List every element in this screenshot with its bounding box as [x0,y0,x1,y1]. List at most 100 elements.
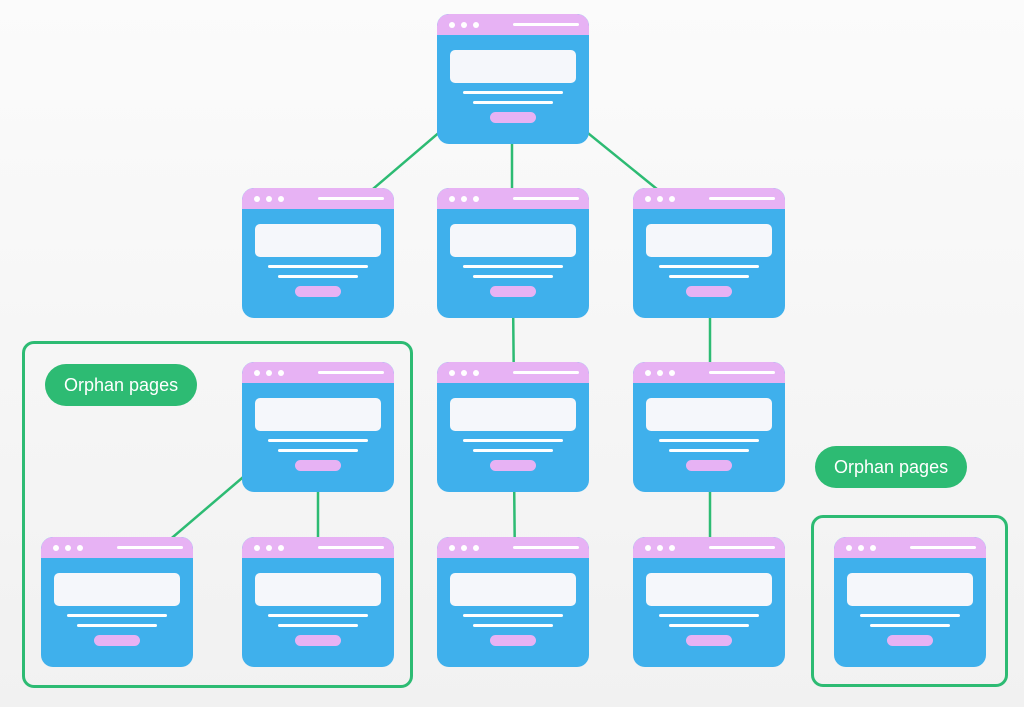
text-line [473,624,553,627]
browser-titlebar [242,362,394,383]
window-dot-icon [645,370,651,376]
window-dot-icon [473,22,479,28]
browser-titlebar [242,537,394,558]
browser-titlebar [633,362,785,383]
window-dot-icon [669,196,675,202]
text-line [473,101,553,104]
text-line [268,439,368,442]
hero-block [255,224,381,257]
text-line [278,449,358,452]
orphan-pages-label-left: Orphan pages [45,364,198,406]
text-line [659,265,759,268]
address-bar-line [513,197,579,200]
window-dot-icon [461,545,467,551]
button-pill [490,635,536,646]
window-dot-icon [473,196,479,202]
orphan-group-frame-right [811,515,1008,687]
button-pill [686,635,732,646]
text-line [278,275,358,278]
window-dot-icon [254,370,260,376]
window-dot-icon [266,196,272,202]
text-line [77,624,157,627]
window-dot-icon [53,545,59,551]
button-pill [887,635,933,646]
page-card-level3-right [633,537,785,667]
window-dot-icon [461,370,467,376]
hero-block [450,224,576,257]
window-dot-icon [278,196,284,202]
hero-block [255,398,381,431]
page-card-orphan-child-right [242,537,394,667]
page-card-orphan-single [834,537,986,667]
window-dot-icon [449,196,455,202]
text-line [268,265,368,268]
browser-titlebar [437,362,589,383]
text-line [870,624,950,627]
text-line [463,614,563,617]
button-pill [295,460,341,471]
text-line [473,449,553,452]
window-dot-icon [461,22,467,28]
window-dot-icon [449,22,455,28]
text-line [669,624,749,627]
page-card-level1-left [242,188,394,318]
window-dot-icon [846,545,852,551]
text-line [278,624,358,627]
page-card-level2-right [633,362,785,492]
window-dot-icon [449,545,455,551]
text-line [268,614,368,617]
page-card-level1-center [437,188,589,318]
hero-block [450,573,576,606]
window-dot-icon [77,545,83,551]
window-dot-icon [278,370,284,376]
page-card-orphan-child-left [41,537,193,667]
address-bar-line [709,371,775,374]
window-dot-icon [473,545,479,551]
window-dot-icon [645,545,651,551]
button-pill [490,112,536,123]
hero-block [255,573,381,606]
page-card-level1-right [633,188,785,318]
text-line [659,439,759,442]
text-line [463,91,563,94]
text-line [463,265,563,268]
hero-block [847,573,973,606]
browser-titlebar [41,537,193,558]
page-card-level2-center [437,362,589,492]
button-pill [686,460,732,471]
page-card-root [437,14,589,144]
window-dot-icon [870,545,876,551]
address-bar-line [709,546,775,549]
window-dot-icon [669,370,675,376]
address-bar-line [910,546,976,549]
hero-block [646,573,772,606]
browser-titlebar [437,14,589,35]
browser-titlebar [633,537,785,558]
hero-block [646,224,772,257]
text-line [67,614,167,617]
address-bar-line [318,546,384,549]
page-card-orphan-parent [242,362,394,492]
hero-block [646,398,772,431]
window-dot-icon [461,196,467,202]
hero-block [450,398,576,431]
window-dot-icon [669,545,675,551]
button-pill [490,460,536,471]
address-bar-line [709,197,775,200]
window-dot-icon [278,545,284,551]
button-pill [490,286,536,297]
address-bar-line [513,546,579,549]
orphan-group-frame-left [22,341,413,688]
window-dot-icon [254,545,260,551]
page-card-level3-center [437,537,589,667]
window-dot-icon [266,370,272,376]
window-dot-icon [645,196,651,202]
window-dot-icon [657,196,663,202]
text-line [473,275,553,278]
button-pill [295,635,341,646]
address-bar-line [318,371,384,374]
button-pill [295,286,341,297]
hero-block [54,573,180,606]
text-line [463,439,563,442]
address-bar-line [117,546,183,549]
